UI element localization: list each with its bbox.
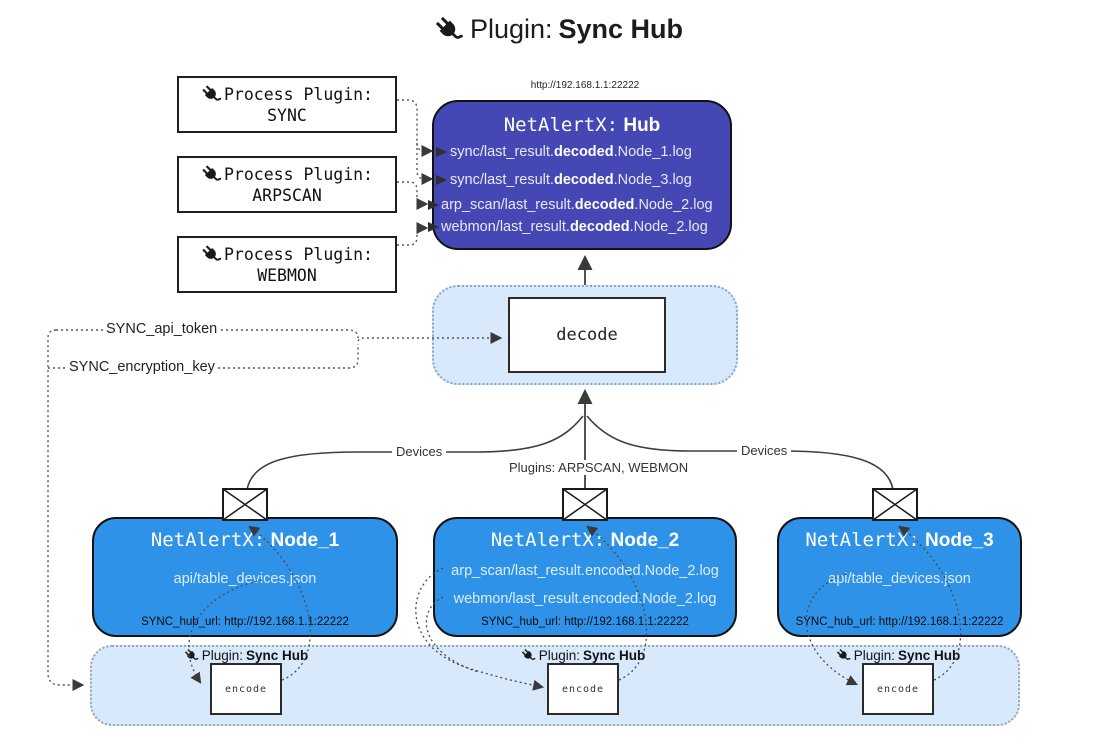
edge-webmon-to-hub [397, 222, 429, 246]
envelope-icon [222, 488, 268, 521]
band-plugin-label: Plugin: Sync Hub [161, 648, 331, 663]
process-plugin-label: Process Plugin: [223, 85, 373, 104]
hub-file-line: webmon/last_result.decoded.Node_2.log [441, 219, 708, 235]
encode-box: encode [210, 663, 282, 715]
node-file-line: arp_scan/last_result.encoded.Node_2.log [451, 563, 719, 579]
hub-title: NetAlertX: Hub [434, 114, 730, 137]
process-plugin-label: Process Plugin: [223, 165, 373, 184]
hub-node-box: NetAlertX: Hub sync/last_result.decoded.… [432, 100, 732, 250]
edge-label-devices-right: Devices [737, 443, 792, 458]
hub-title-prefix: NetAlertX: [503, 114, 619, 136]
plug-icon [433, 14, 464, 45]
plug-icon [183, 648, 199, 663]
plug-icon [200, 244, 222, 265]
node-title: NetAlertX: Node_3 [805, 529, 994, 551]
edge-label-devices-left: Devices [392, 444, 447, 459]
process-plugin-arpscan-box: Process Plugin: ARPSCAN [177, 156, 397, 213]
plug-icon [520, 648, 536, 663]
node-hub-url: SYNC_hub_url: http://192.168.1.1:22222 [481, 616, 689, 628]
node-file-line: api/table_devices.json [173, 571, 317, 587]
title-prefix: Plugin: [469, 14, 553, 44]
process-plugin-name: WEBMON [257, 266, 317, 285]
process-plugin-name: ARPSCAN [252, 186, 322, 205]
decode-box: decode [508, 297, 666, 373]
node-hub-url: SYNC_hub_url: http://192.168.1.1:22222 [795, 616, 1004, 628]
edge-label-plugins: Plugins: ARPSCAN, WEBMON [505, 460, 693, 475]
encode-box: encode [862, 663, 934, 715]
envelope-icon [562, 488, 608, 521]
hub-title-name: Hub [623, 115, 661, 136]
envelope-icon [872, 488, 918, 521]
plug-icon [200, 84, 222, 105]
process-plugin-name: SYNC [267, 106, 307, 125]
process-plugin-sync-box: Process Plugin: SYNC [177, 76, 397, 133]
band-plugin-label: Plugin: Sync Hub [813, 648, 983, 663]
process-plugin-label: Process Plugin: [223, 245, 373, 264]
hub-file-line: sync/last_result.decoded.Node_3.log [450, 172, 692, 188]
edge-tokens-to-band [47, 329, 85, 691]
node-file-line: api/table_devices.json [828, 571, 971, 587]
page-title: Plugin: Sync Hub [0, 14, 1117, 45]
title-name: Sync Hub [558, 14, 684, 44]
edge-sync-to-hub2 [416, 143, 434, 185]
band-plugin-label: Plugin: Sync Hub [498, 648, 668, 663]
node-hub-url: SYNC_hub_url: http://192.168.1.1:22222 [141, 616, 349, 628]
edge-arpscan-to-hub [397, 181, 429, 210]
node-file-line: webmon/last_result.encoded.Node_2.log [453, 591, 717, 607]
node2-box: NetAlertX: Node_2 arp_scan/last_result.e… [433, 517, 737, 637]
sync-api-token-label: SYNC_api_token [103, 321, 221, 337]
hub-url-label: http://192.168.1.1:22222 [530, 80, 640, 91]
node1-box: NetAlertX: Node_1 api/table_devices.json… [92, 517, 398, 637]
encode-box: encode [547, 663, 619, 715]
plug-icon [835, 648, 851, 663]
process-plugin-webmon-box: Process Plugin: WEBMON [177, 236, 397, 293]
sync-encryption-key-label: SYNC_encryption_key [66, 359, 218, 375]
plug-icon [200, 164, 222, 185]
node-title: NetAlertX: Node_1 [150, 529, 340, 551]
node3-box: NetAlertX: Node_3 api/table_devices.json… [777, 517, 1022, 637]
node-title: NetAlertX: Node_2 [490, 529, 680, 551]
hub-file-line: arp_scan/last_result.decoded.Node_2.log [441, 197, 713, 213]
edge-sync-to-hub1 [397, 99, 434, 157]
hub-file-line: sync/last_result.decoded.Node_1.log [450, 144, 692, 160]
